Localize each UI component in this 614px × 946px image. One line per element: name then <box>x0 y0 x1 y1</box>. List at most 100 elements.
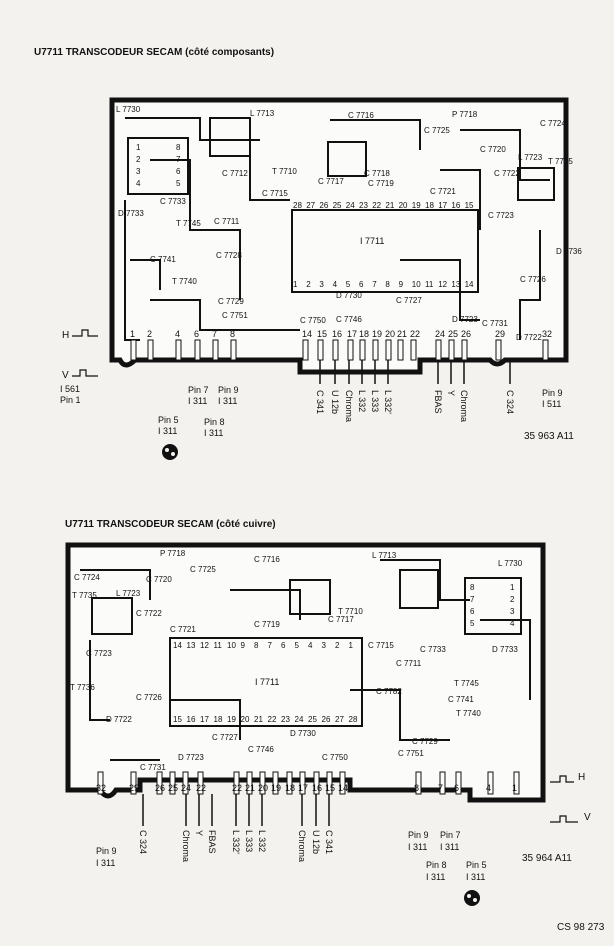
document-reference: CS 98 273 <box>557 922 605 933</box>
ic-pin-number: 21 <box>385 201 394 210</box>
signal-label: Chroma <box>344 390 354 422</box>
signal-label: L 332' <box>383 390 393 414</box>
svg-text:1: 1 <box>510 583 515 592</box>
connector-finger <box>339 771 346 795</box>
ic-pin-number: 9 <box>399 280 404 289</box>
ic-pin-number: 13 <box>187 641 196 650</box>
svg-text:2: 2 <box>510 595 515 604</box>
connector-pin-number: 26 <box>461 329 471 339</box>
ic-pin-number: 19 <box>227 715 236 724</box>
connector-pin-number: 32 <box>542 329 552 339</box>
component-label: C 7733 <box>420 645 446 654</box>
signal-label: Y <box>446 390 456 396</box>
ic-pin-number: 24 <box>346 201 355 210</box>
connector-finger <box>372 339 379 361</box>
ic-pin-number: 11 <box>214 641 223 650</box>
connector-pin-number: 25 <box>168 783 178 793</box>
connector-pin-number: 20 <box>258 783 268 793</box>
ic-pin-number: 8 <box>254 641 259 650</box>
top-ic-label: I 7711 <box>360 236 384 246</box>
connector-finger <box>542 339 549 361</box>
ic-pin-number: 26 <box>319 201 328 210</box>
pin-reference: Pin 1 <box>60 395 81 405</box>
svg-text:5: 5 <box>176 179 181 188</box>
component-label: D 7723 <box>452 315 478 324</box>
component-label: C 7751 <box>398 749 424 758</box>
signal-label: L 333 <box>370 390 380 412</box>
ic-pin-number: 15 <box>465 201 474 210</box>
component-label: D 7733 <box>492 645 518 654</box>
connector-finger <box>435 339 442 361</box>
ic-pin-number: 3 <box>319 280 324 289</box>
component-label: C 7741 <box>448 695 474 704</box>
connector-finger <box>385 339 392 361</box>
connector-pin-number: 19 <box>271 783 281 793</box>
component-label: D 7722 <box>106 715 132 724</box>
connector-pin-number: 24 <box>435 329 445 339</box>
component-label: C 7741 <box>150 255 176 264</box>
ic-pin-number: 26 <box>322 715 331 724</box>
pin-reference: Pin 8 <box>426 860 447 870</box>
connector-finger <box>455 771 462 795</box>
connector-finger <box>130 339 137 361</box>
ic-pin-number: 8 <box>385 280 390 289</box>
component-label: C 7711 <box>214 217 240 226</box>
connector-pin-number: 19 <box>372 329 382 339</box>
connector-pin-number: 22 <box>232 783 242 793</box>
connector-finger <box>347 339 354 361</box>
ic-pin-number: 19 <box>412 201 421 210</box>
pin-reference: Pin 8 <box>204 417 225 427</box>
pin-reference: Pin 9 <box>408 830 429 840</box>
component-label: T 7735 <box>548 157 573 166</box>
component-label: C 7723 <box>488 211 514 220</box>
ic-pin-number: 20 <box>399 201 408 210</box>
component-label: L 7723 <box>116 589 141 598</box>
connector-finger <box>194 339 201 361</box>
connector-pin-number: 25 <box>448 329 458 339</box>
connector-finger <box>147 339 154 361</box>
component-label: T 7745 <box>176 219 201 228</box>
ic-pin-number: 3 <box>322 641 327 650</box>
pin-reference: Pin 9 <box>218 385 239 395</box>
svg-text:8: 8 <box>470 583 475 592</box>
svg-text:5: 5 <box>470 619 475 628</box>
connector-finger <box>97 771 104 795</box>
connector-pin-number: 20 <box>385 329 395 339</box>
component-label: C 7731 <box>140 763 166 772</box>
svg-text:6: 6 <box>176 167 181 176</box>
bottom-board-heading: U7711 TRANSCODEUR SECAM (côté cuivre) <box>65 519 276 530</box>
ic-pin-number: 27 <box>306 201 315 210</box>
top-v-signal-label: V <box>62 370 69 381</box>
connector-finger <box>397 339 404 361</box>
connector-pin-number: 7 <box>438 783 443 793</box>
ic-pin-number: 11 <box>425 280 434 289</box>
signal-label: C 341 <box>315 390 325 414</box>
connector-finger <box>448 339 455 361</box>
top-h-signal-label: H <box>62 330 69 341</box>
connector-finger <box>410 339 417 361</box>
connector-finger <box>156 771 163 795</box>
connector-pin-number: 22 <box>410 329 420 339</box>
pin-reference: I 311 <box>188 396 207 406</box>
component-label: C 7727 <box>396 296 422 305</box>
component-label: C 7716 <box>348 111 374 120</box>
signal-label: L 332' <box>231 830 241 854</box>
connector-finger <box>175 339 182 361</box>
pin-reference: I 311 <box>408 842 427 852</box>
component-label: L 7723 <box>518 153 543 162</box>
connector-finger <box>513 771 520 795</box>
connector-finger <box>302 339 309 361</box>
connector-pin-number: 6 <box>194 329 199 339</box>
component-label: C 7746 <box>248 745 274 754</box>
svg-text:7: 7 <box>176 155 181 164</box>
component-label: C 7721 <box>170 625 196 634</box>
component-label: C 7719 <box>368 179 394 188</box>
connector-pin-number: 16 <box>312 783 322 793</box>
ic-pin-number: 5 <box>295 641 300 650</box>
svg-text:2: 2 <box>136 155 141 164</box>
